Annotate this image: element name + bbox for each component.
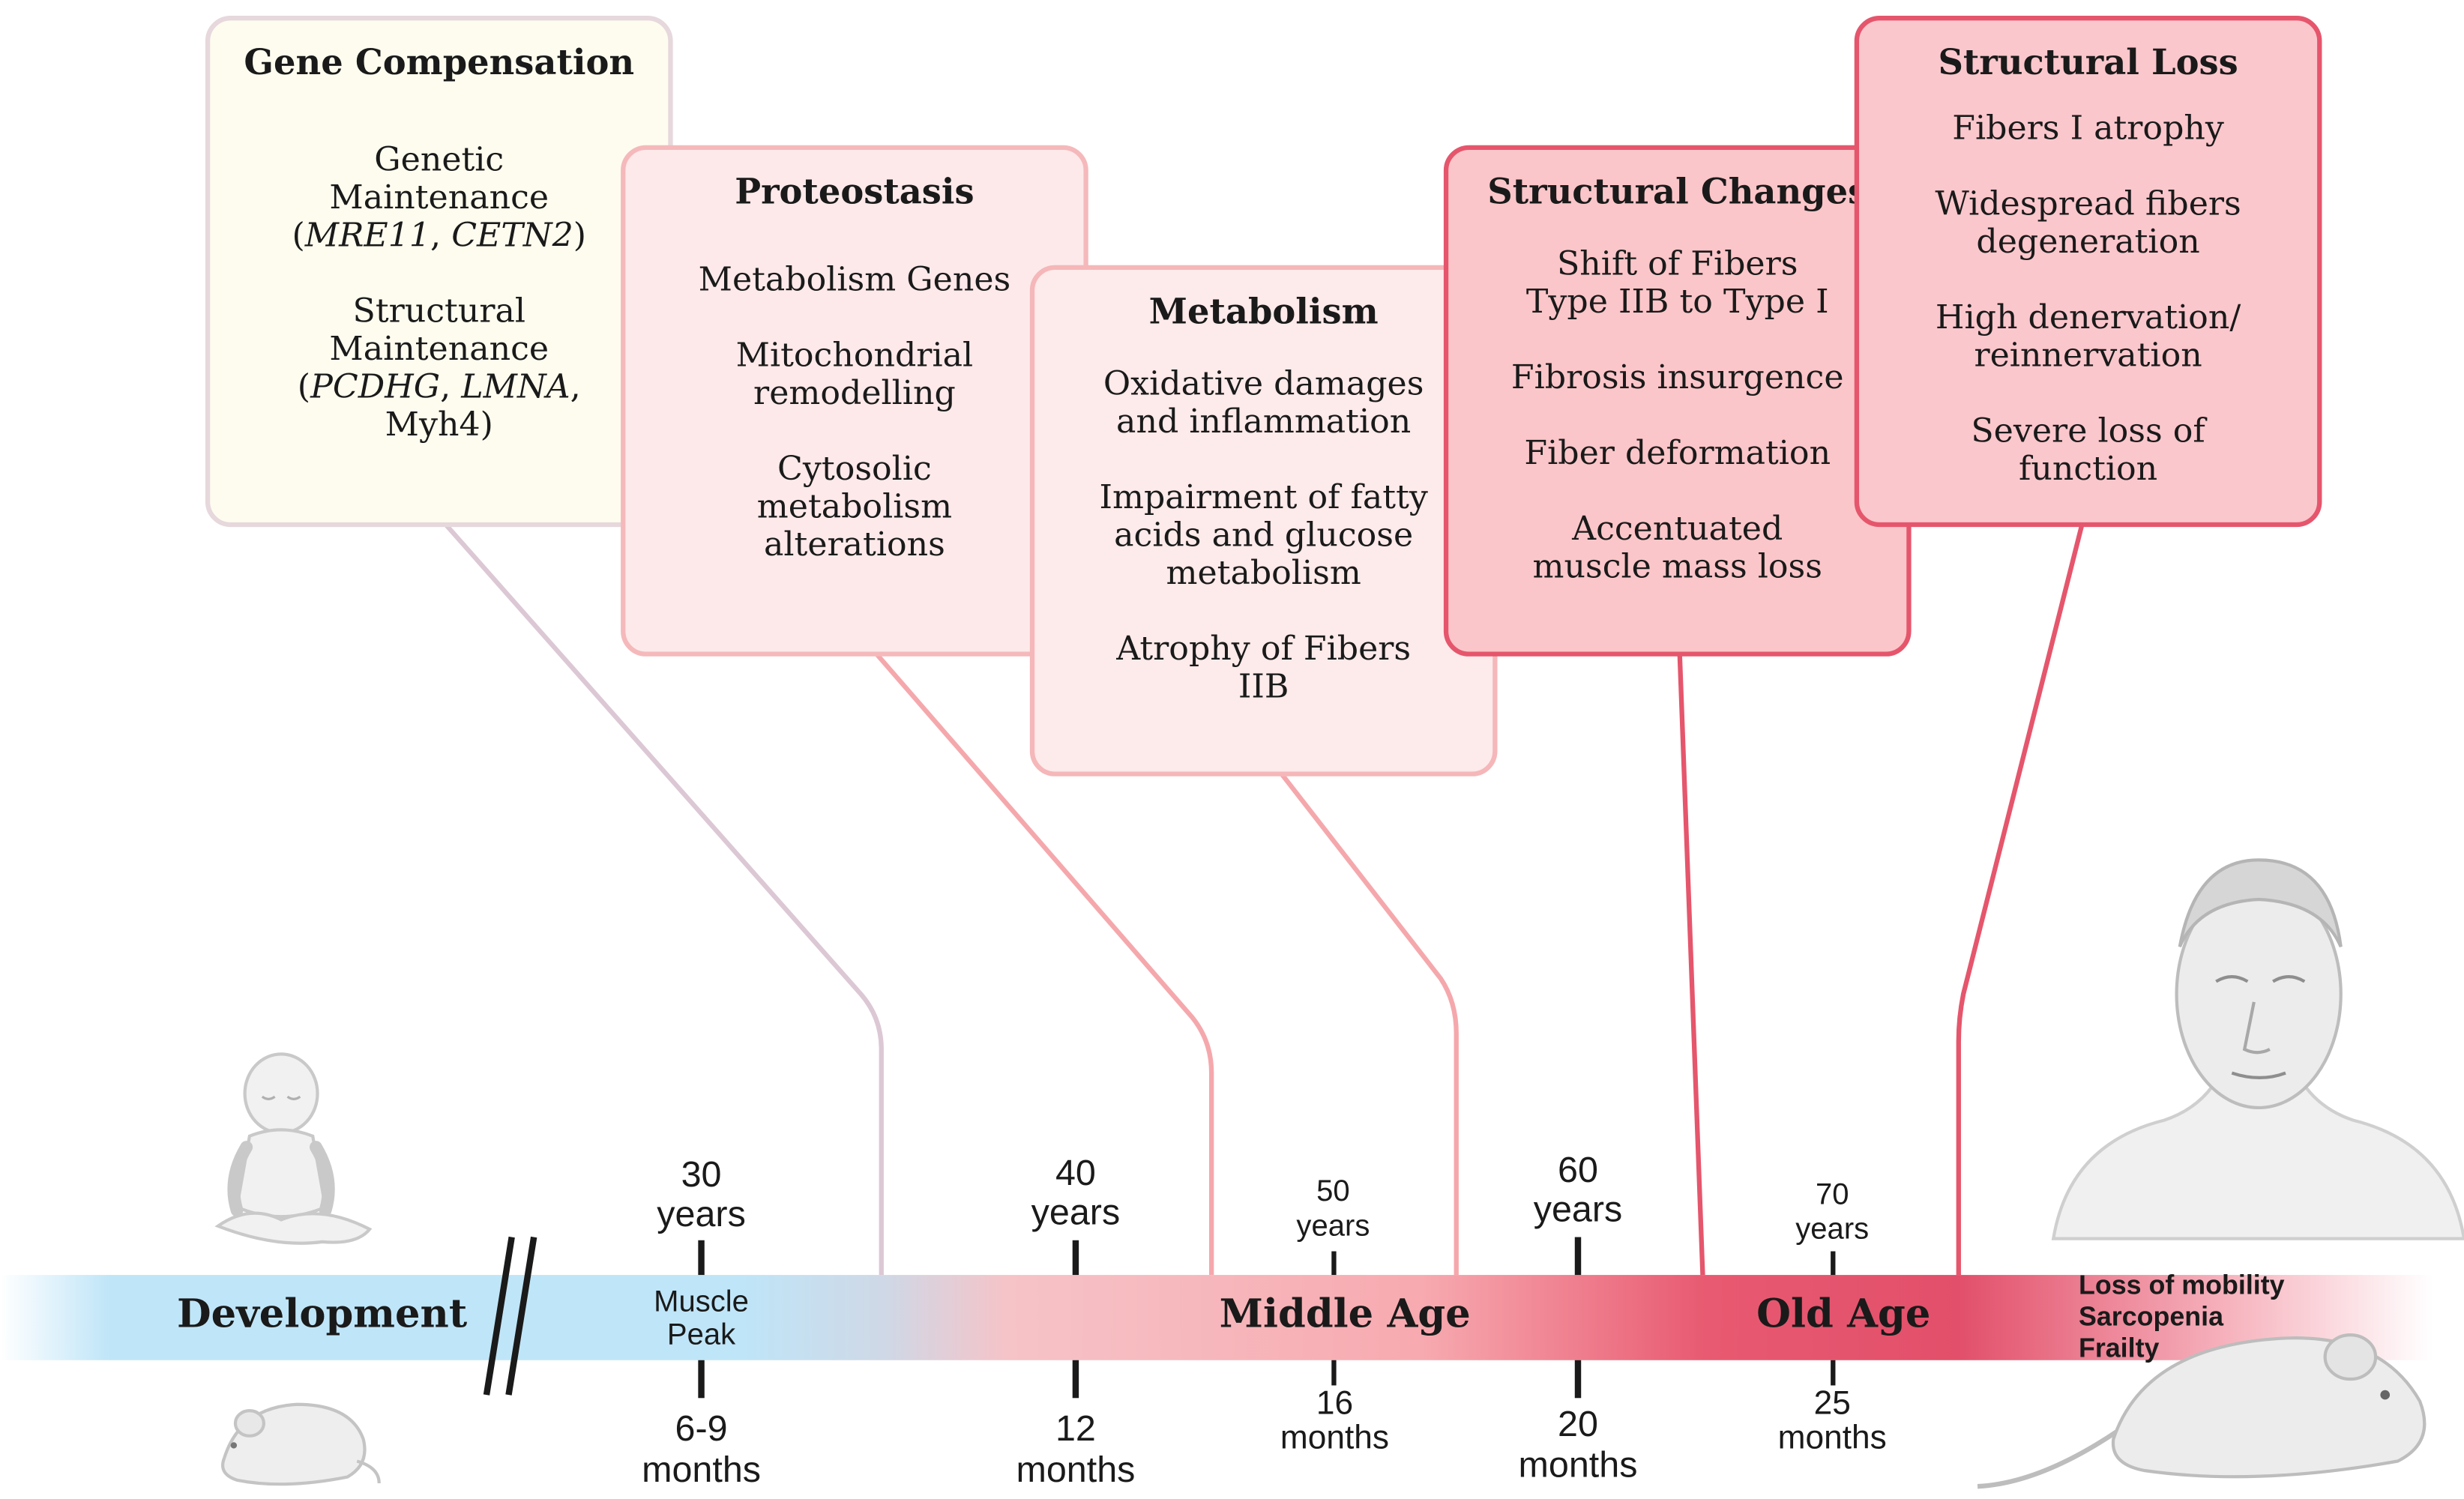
baby-illustration (214, 1052, 373, 1245)
human-age-70-num: 70 (1815, 1178, 1849, 1212)
connector-loss (1956, 506, 2089, 1276)
human-age-30-num: 30 (681, 1153, 722, 1195)
proteostasis-box: Proteostasis Metabolism Genes Mitochondr… (621, 145, 1088, 657)
human-age-50-num: 50 (1316, 1175, 1350, 1209)
stage-development: Development (176, 1291, 468, 1337)
human-age-60-unit: years (1533, 1188, 1623, 1230)
mouse-age-16-num: 16 (1316, 1385, 1354, 1422)
structural-maintenance-item: Structural Maintenance (PCDHG, LMNA, Myh… (297, 292, 581, 444)
tick-50-bottom (1331, 1360, 1337, 1386)
stage-old-age: Old Age (1756, 1291, 1931, 1337)
mouse-age-20-unit: months (1518, 1444, 1638, 1486)
tick-70-top (1831, 1251, 1836, 1276)
connector-metab (1268, 757, 1459, 1276)
structural-changes-title: Structural Changes (1487, 172, 1868, 214)
connector-proteo (858, 634, 1214, 1276)
metabolism-item-1: Oxidative damages and inflammation (1103, 364, 1424, 441)
gene-myh4: Myh4 (385, 405, 481, 444)
structural-changes-item-2: Fibrosis insurgence (1510, 358, 1844, 396)
mouse-age-6-9-num: 6-9 (675, 1407, 728, 1449)
gene-compensation-box: Gene Compensation Genetic Maintenance (M… (205, 16, 673, 528)
tick-30-bottom (698, 1360, 705, 1399)
metabolism-title: Metabolism (1148, 292, 1379, 334)
maintenance-label-2: Maintenance (329, 330, 549, 368)
axis-break-icon (483, 1236, 537, 1396)
human-age-40-num: 40 (1055, 1151, 1096, 1193)
tick-30-top (698, 1240, 705, 1276)
human-age-40-unit: years (1031, 1191, 1121, 1233)
connector-gene (429, 506, 884, 1276)
metabolism-item-2: Impairment of fatty acids and glucose me… (1099, 477, 1428, 592)
tick-70-bottom (1831, 1360, 1836, 1386)
structural-loss-box: Structural Loss Fibers I atrophy Widespr… (1854, 16, 2322, 528)
human-age-60-num: 60 (1558, 1148, 1598, 1190)
tick-40-top (1072, 1240, 1079, 1276)
tick-60-bottom (1574, 1360, 1582, 1399)
structural-label: Structural (352, 292, 526, 331)
outcome-loss-of-mobility: Loss of mobility (2078, 1270, 2285, 1300)
muscle-peak-label: Muscle Peak (638, 1286, 765, 1352)
connector-struct (1676, 636, 1705, 1276)
gene-pcdhg: PCDHG (310, 367, 441, 406)
young-mouse-illustration (221, 1402, 381, 1486)
mouse-age-25-unit: months (1777, 1420, 1887, 1457)
mouse-age-25-num: 25 (1813, 1385, 1851, 1422)
metabolism-box: Metabolism Oxidative damages and inflamm… (1029, 265, 1498, 776)
mouse-age-6-9-unit: months (642, 1448, 762, 1490)
structural-loss-item-3: High denervation/ reinnervation (1935, 298, 2241, 374)
structural-changes-item-4: Accentuated muscle mass loss (1532, 510, 1822, 586)
mouse-age-12-unit: months (1016, 1448, 1136, 1490)
old-man-illustration (2051, 858, 2464, 1240)
mouse-age-20-num: 20 (1558, 1402, 1598, 1444)
structural-loss-item-1: Fibers I atrophy (1952, 109, 2224, 147)
outcomes-list: Loss of mobility Sarcopenia Frailty (2079, 1270, 2285, 1365)
gene-compensation-title: Gene Compensation (244, 42, 635, 84)
structural-changes-item-3: Fiber deformation (1524, 433, 1831, 472)
proteostasis-item-2: Mitochondrial remodelling (735, 336, 974, 412)
genetic-label: Genetic (374, 140, 504, 178)
old-mouse-illustration (1977, 1333, 2427, 1489)
gene-lmna: LMNA (461, 367, 570, 406)
tick-60-top (1574, 1237, 1582, 1276)
maintenance-label: Maintenance (329, 178, 549, 217)
timeline-bar (0, 1275, 2464, 1360)
outcome-sarcopenia: Sarcopenia (2078, 1301, 2224, 1332)
tick-40-bottom (1072, 1360, 1079, 1399)
muscle-word: Muscle (654, 1285, 749, 1320)
outcome-frailty: Frailty (2078, 1333, 2160, 1363)
genetic-maintenance-item: Genetic Maintenance (MRE11, CETN2) (292, 140, 587, 254)
proteostasis-title: Proteostasis (735, 172, 975, 214)
structural-loss-item-2: Widespread fibers degeneration (1935, 184, 2241, 261)
structural-loss-title: Structural Loss (1938, 42, 2238, 84)
peak-word: Peak (666, 1319, 736, 1353)
metabolism-item-3: Atrophy of Fibers IIB (1116, 630, 1412, 706)
mouse-age-16-unit: months (1280, 1420, 1390, 1457)
human-age-70-unit: years (1795, 1213, 1870, 1247)
stage-middle-age: Middle Age (1219, 1291, 1471, 1337)
structural-changes-box: Structural Changes Shift of Fibers Type … (1443, 145, 1912, 657)
structural-loss-item-4: Severe loss of function (1971, 411, 2205, 488)
tick-50-top (1331, 1251, 1337, 1276)
human-age-50-unit: years (1296, 1210, 1370, 1243)
proteostasis-item-3: Cytosolic metabolism alterations (756, 450, 953, 564)
gene-cetn2: CETN2 (451, 216, 573, 254)
human-age-30-unit: years (657, 1192, 746, 1234)
structural-changes-item-1: Shift of Fibers Type IIB to Type I (1525, 244, 1829, 321)
gene-mre11: MRE11 (304, 216, 431, 254)
mouse-age-12-num: 12 (1055, 1407, 1096, 1449)
proteostasis-item-1: Metabolism Genes (698, 260, 1011, 298)
